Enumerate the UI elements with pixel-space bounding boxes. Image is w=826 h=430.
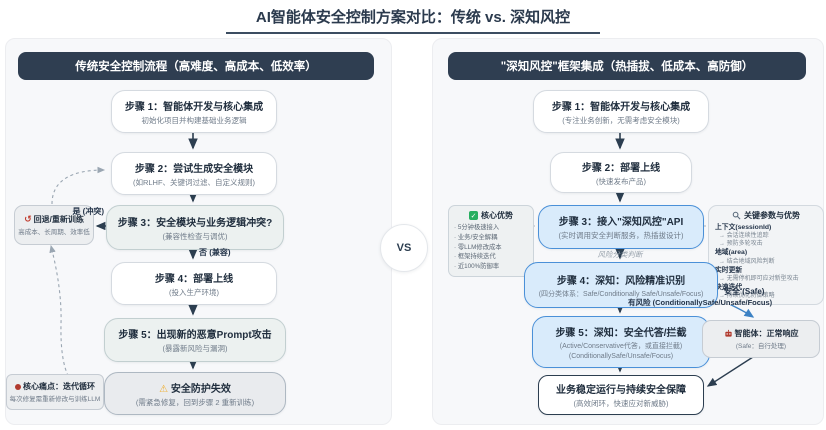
agent-box-title: 智能体：正常响应 bbox=[734, 329, 799, 338]
right-step-5-sub: (Active/Conservative代答，或直接拦截) bbox=[559, 343, 683, 350]
branch-label-safe: 安全 (Safe) bbox=[724, 287, 765, 296]
advantages-list: 5分钟极速接入 业务/安全解耦 零LLM修改成本 框架持续迭代 近100%防御率 bbox=[454, 223, 528, 272]
warning-icon: ⚠ bbox=[159, 383, 169, 395]
check-icon: ✓ bbox=[469, 211, 478, 220]
right-step-5-title: 步骤 5：深知：安全代答/拦截 bbox=[555, 328, 687, 339]
advantage-item: 零LLM修改成本 bbox=[454, 243, 528, 253]
left-step-4: 步骤 4：部署上线 (投入生产环境) bbox=[111, 262, 277, 305]
right-step-2-sub: (快速发布产品) bbox=[596, 176, 646, 186]
right-final-box: 业务稳定运行与持续安全保障 (高效闭环，快速应对新威胁) bbox=[538, 375, 704, 415]
key-params-box: 关键参数与优势 上下文(sessionId) → 会话连续性追踪 → 预防多轮攻… bbox=[708, 205, 824, 306]
left-step-5: 步骤 5：出现新的恶意Prompt攻击 (暴露新风险与漏洞) bbox=[104, 318, 286, 362]
left-step-2-title: 步骤 2：尝试生成安全模块 bbox=[134, 163, 254, 175]
advantage-item: 框架持续迭代 bbox=[454, 252, 528, 262]
param-group-head: 实时更新 bbox=[715, 266, 743, 274]
right-step-5-sub2: (ConditionallySafe/Unsafe/Focus) bbox=[568, 353, 674, 360]
left-step-5-sub: (暴露新风险与漏洞) bbox=[162, 344, 228, 353]
magnifier-icon bbox=[732, 211, 741, 220]
right-step-4-title: 步骤 4：深知：风险精准识别 bbox=[556, 275, 686, 287]
right-step-1-title: 步骤 1：智能体开发与核心集成 bbox=[551, 101, 691, 113]
right-step-1: 步骤 1：智能体开发与核心集成 (专注业务创新，无需考虑安全模块) bbox=[533, 90, 709, 133]
robot-icon bbox=[724, 329, 732, 337]
advantages-title: 核心优势 bbox=[481, 211, 513, 220]
rollback-title: 回退/重新训练 bbox=[33, 215, 84, 224]
branch-label-risky: 有风险 (ConditionallySafe/Unsafe/Focus) bbox=[628, 298, 773, 307]
params-title: 关键参数与优势 bbox=[744, 211, 800, 220]
right-step-2: 步骤 2：部署上线 (快速发布产品) bbox=[550, 152, 692, 193]
left-panel-header: 传统安全控制流程（高难度、高成本、低效率） bbox=[18, 52, 374, 80]
param-item: → 持续优化防御策略 bbox=[719, 293, 775, 300]
painpoint-sub: 每次修复需重新修改与训练LLM bbox=[9, 396, 101, 403]
right-step-4-sub: (四分类体系：Safe/Conditionally Safe/Unsafe/Fo… bbox=[538, 290, 704, 298]
advantage-item: 5分钟极速接入 bbox=[454, 223, 528, 233]
branch-label-yes-conflict: 是 (冲突) bbox=[72, 207, 104, 216]
agent-box-sub: (Safe：自行处理) bbox=[735, 343, 787, 350]
left-final-sub: (需紧急修复，回到步骤 2 重新训练) bbox=[135, 397, 255, 407]
refresh-icon: ↺ bbox=[24, 214, 32, 224]
left-step-4-sub: (投入生产环境) bbox=[169, 287, 219, 297]
core-advantages-box: ✓核心优势 5分钟极速接入 业务/安全解耦 零LLM修改成本 框架持续迭代 近1… bbox=[448, 205, 534, 277]
left-step-1-title: 步骤 1：智能体开发与核心集成 bbox=[124, 101, 264, 113]
rollback-sub: 高成本、长周期、效率低 bbox=[18, 229, 90, 236]
left-step-3: 步骤 3：安全模块与业务逻辑冲突? (兼容性检查与调优) bbox=[106, 205, 284, 250]
left-step-3-sub: (兼容性检查与调优) bbox=[162, 231, 228, 241]
right-panel-header: "深知风控"框架集成（热插拔、低成本、高防御） bbox=[448, 52, 806, 80]
param-item: → 预防多轮攻击 bbox=[719, 241, 763, 248]
left-step-2: 步骤 2：尝试生成安全模块 (如RLHF、关键词过滤、自定义规则) bbox=[111, 152, 277, 195]
left-step-2-sub: (如RLHF、关键词过滤、自定义规则) bbox=[132, 177, 256, 187]
right-step-5: 步骤 5：深知：安全代答/拦截 (Active/Conservative代答，或… bbox=[532, 316, 710, 368]
page-title: AI智能体安全控制方案对比：传统 vs. 深知风控 bbox=[225, 0, 601, 34]
right-step-3-sub: (实时调用安全判断服务，热插拔设计) bbox=[558, 231, 684, 240]
left-final-box: ⚠ 安全防护失效 (需紧急修复，回到步骤 2 重新训练) bbox=[104, 372, 286, 415]
agent-response-box: 智能体：正常响应 (Safe：自行处理) bbox=[702, 320, 820, 358]
right-step-3-title: 步骤 3：接入"深知风控"API bbox=[558, 217, 684, 228]
right-step-1-sub: (专注业务创新，无需考虑安全模块) bbox=[562, 115, 680, 125]
left-step-3-title: 步骤 3：安全模块与业务逻辑冲突? bbox=[117, 217, 273, 229]
right-step-3: 步骤 3：接入"深知风控"API (实时调用安全判断服务，热插拔设计) bbox=[538, 205, 704, 249]
painpoint-title: 核心痛点：迭代循环 bbox=[23, 382, 95, 391]
vs-badge: VS bbox=[380, 224, 428, 272]
right-final-sub: (高效闭环，快速应对新威胁) bbox=[573, 399, 669, 408]
advantage-item: 近100%防御率 bbox=[454, 262, 528, 272]
param-item: → 无需停机即可应对新型攻击 bbox=[719, 275, 799, 282]
right-step-4: 步骤 4：深知：风险精准识别 (四分类体系：Safe/Conditionally… bbox=[524, 262, 718, 308]
param-item: → 结合地域风险判断 bbox=[719, 258, 775, 265]
left-step-5-title: 步骤 5：出现新的恶意Prompt攻击 bbox=[118, 330, 272, 341]
left-step-1-sub: 初始化项目并构建基础业务逻辑 bbox=[141, 115, 247, 125]
branch-label-no-compatible: 否 (兼容) bbox=[199, 248, 231, 257]
param-group-head: 快速迭代 bbox=[715, 283, 743, 291]
right-step-2-title: 步骤 2：部署上线 bbox=[581, 162, 661, 174]
param-item: → 会话连续性追踪 bbox=[719, 233, 769, 240]
painpoint-box: 核心痛点：迭代循环 每次修复需重新修改与训练LLM bbox=[6, 374, 104, 410]
alert-dot-icon bbox=[15, 383, 21, 390]
param-group-head: 地域(area) bbox=[715, 249, 748, 257]
left-final-title: 安全防护失效 bbox=[170, 383, 231, 395]
left-step-4-title: 步骤 4：部署上线 bbox=[154, 273, 234, 285]
rollback-box: ↺回退/重新训练 高成本、长周期、效率低 bbox=[14, 205, 94, 245]
right-final-title: 业务稳定运行与持续安全保障 bbox=[556, 385, 686, 396]
param-group-head: 上下文(sessionId) bbox=[715, 224, 772, 231]
advantage-item: 业务/安全解耦 bbox=[454, 233, 528, 243]
title-bar: AI智能体安全控制方案对比：传统 vs. 深知风控 bbox=[0, 0, 826, 34]
left-step-1: 步骤 1：智能体开发与核心集成 初始化项目并构建基础业务逻辑 bbox=[111, 90, 277, 133]
risk-classification-note: 风险分类判断 bbox=[597, 250, 643, 259]
